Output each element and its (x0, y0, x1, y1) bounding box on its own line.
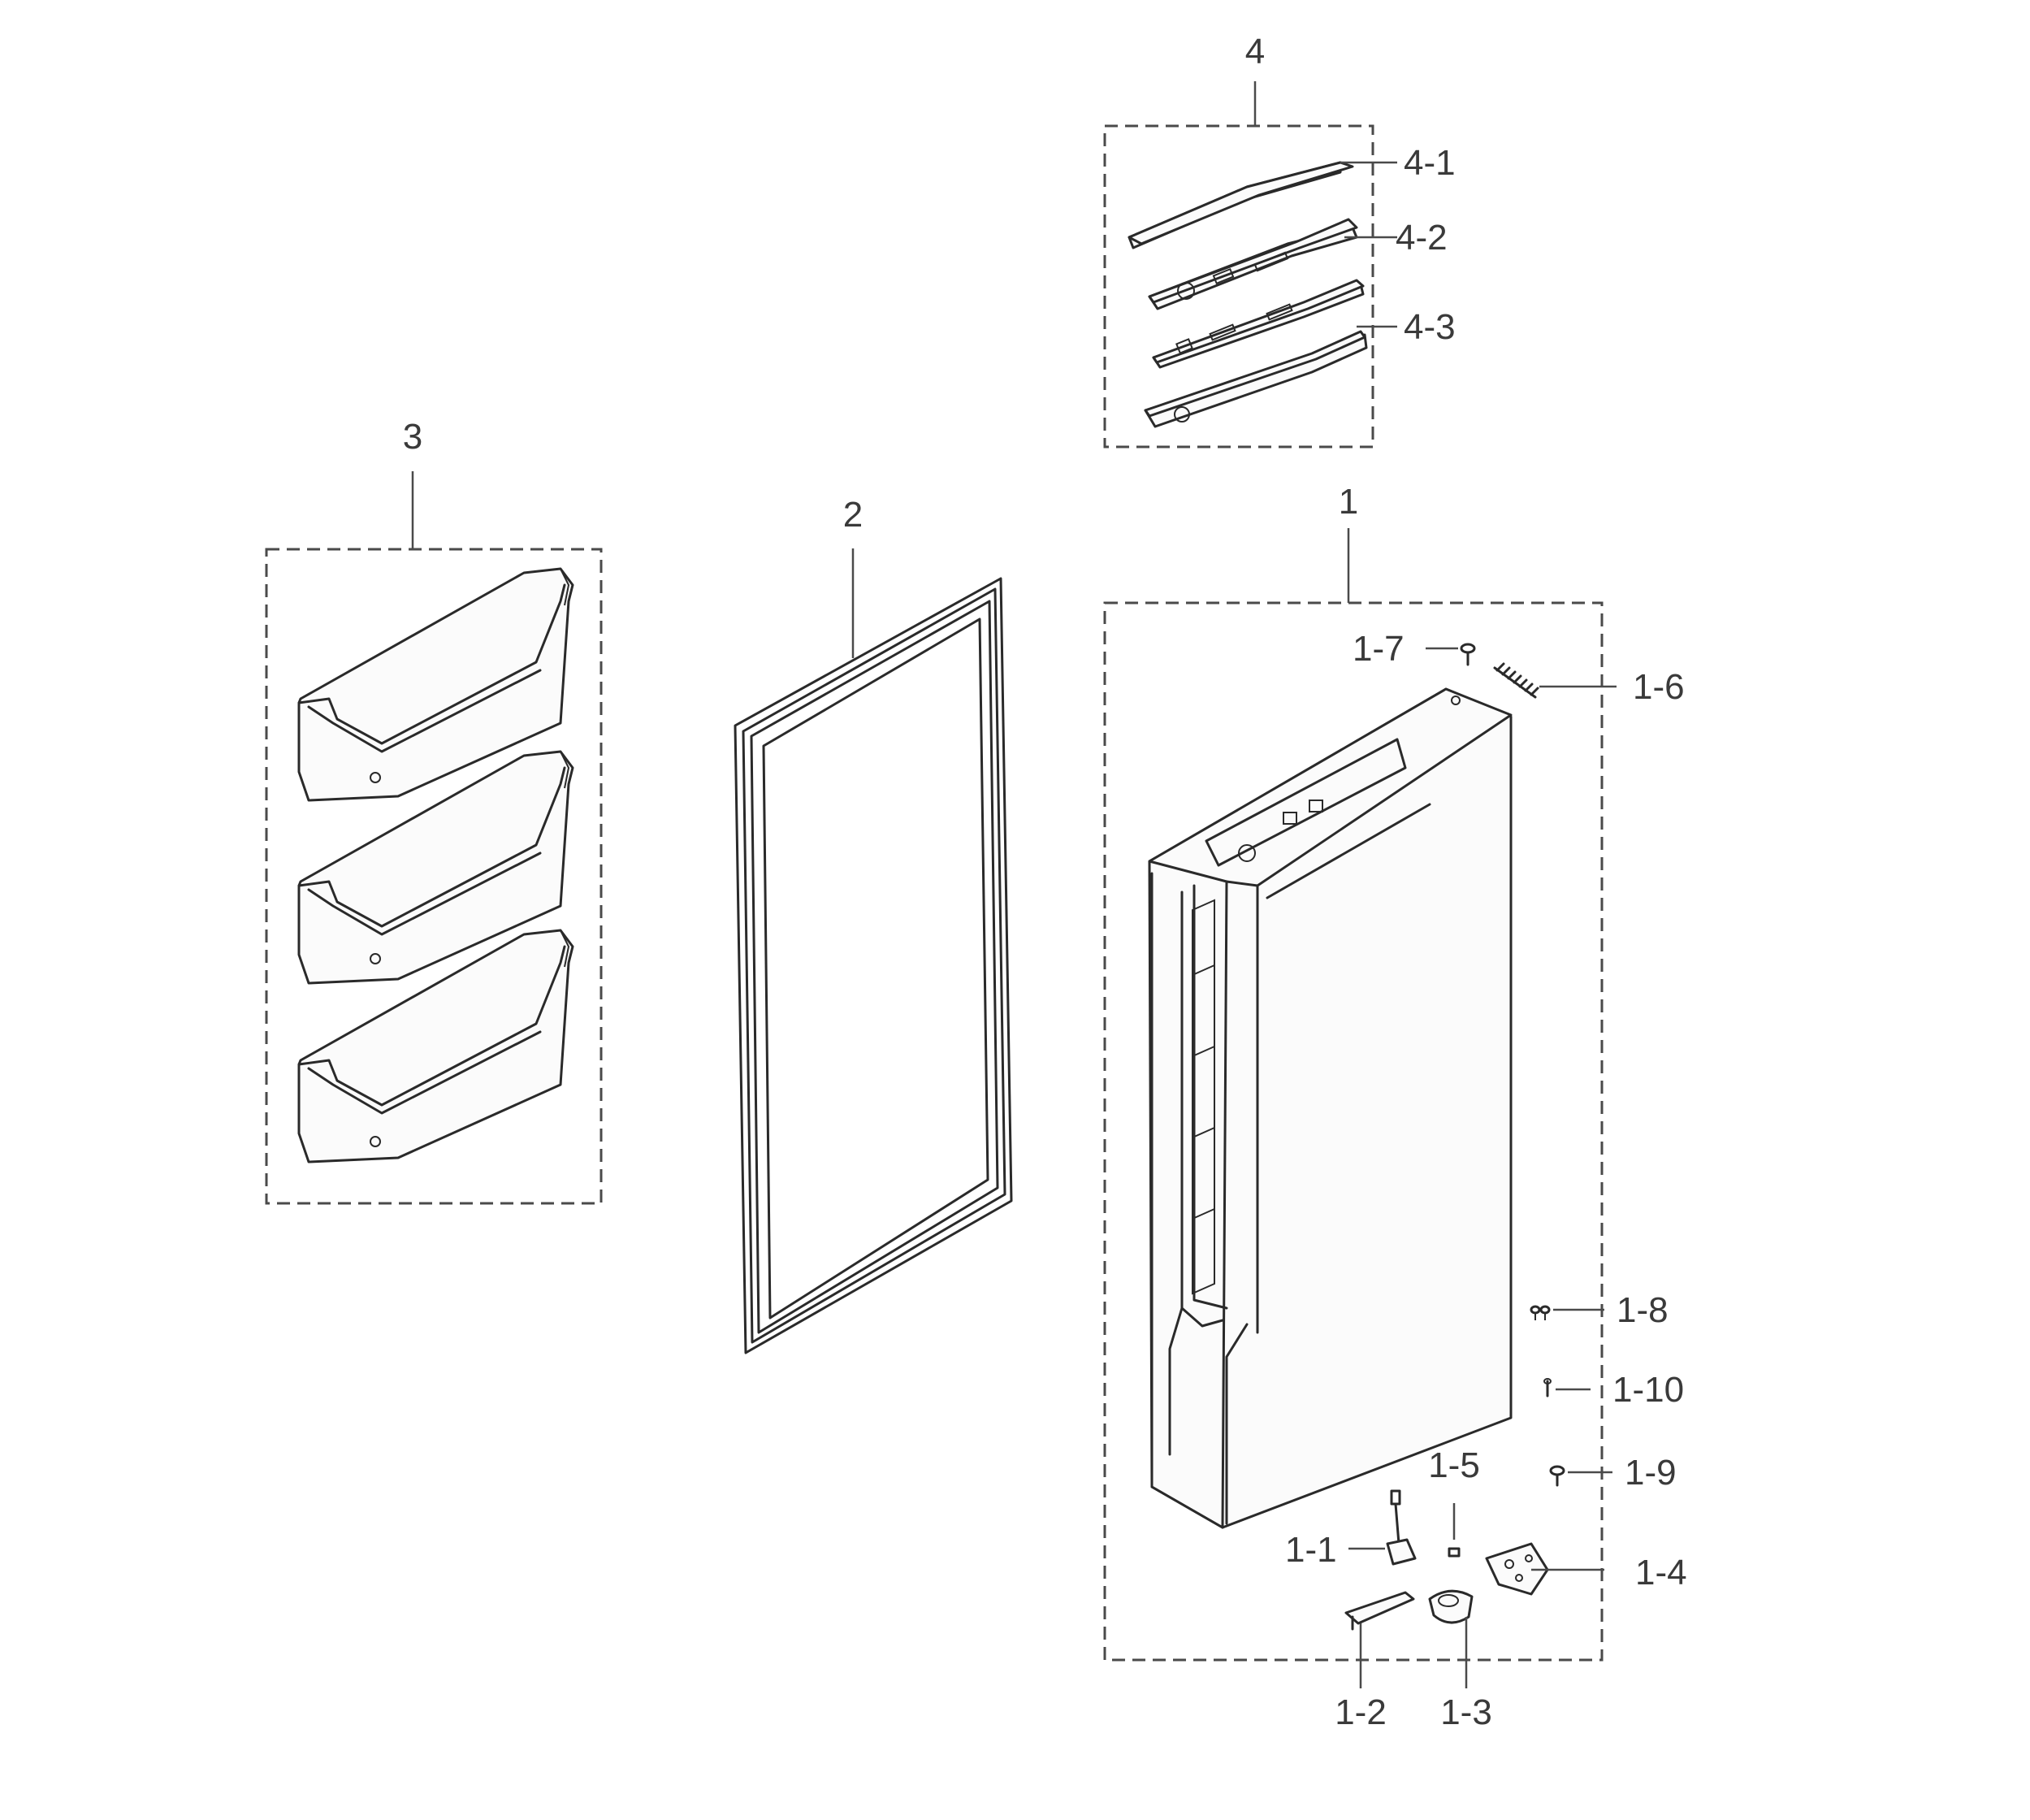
part-4-housing (1144, 330, 1368, 428)
label-4-3: 4-3 (1404, 307, 1456, 347)
label-4-2: 4-2 (1396, 218, 1448, 258)
label-1-10: 1-10 (1612, 1370, 1684, 1410)
group-3-door-bins: 3 (265, 417, 603, 1205)
part-4-1-cover (1128, 161, 1354, 249)
label-4: 4 (1245, 32, 1265, 72)
label-1-3: 1-3 (1440, 1692, 1492, 1732)
group-1-boundary (1103, 601, 1604, 1662)
part-1-8-screws: 1-8 (1530, 1290, 1669, 1330)
label-1-9: 1-9 (1625, 1453, 1677, 1493)
label-2: 2 (843, 495, 863, 535)
group-4-boundary (1103, 124, 1374, 448)
part-2-door-gasket: 2 (734, 495, 1013, 1354)
group-4-control-panel: 4 4-1 4-2 4-3 (1103, 32, 1456, 448)
part-1-1-switch: 1-1 (1285, 1489, 1417, 1570)
part-1-2-bracket: 1-2 (1335, 1591, 1415, 1732)
door-bin-middle (297, 750, 574, 985)
door-bin-bottom (297, 929, 574, 1164)
part-1-4-hinge-plate: 1-4 (1485, 1542, 1687, 1596)
part-1-10-pin: 1-10 (1543, 1370, 1684, 1410)
label-3: 3 (403, 417, 422, 457)
door-body (1148, 687, 1513, 1529)
part-4-2-panel (1148, 218, 1358, 310)
label-1-2: 1-2 (1335, 1692, 1387, 1732)
label-1-7: 1-7 (1353, 629, 1405, 669)
part-1-5: 1-5 (1428, 1445, 1480, 1558)
door-bin-top (297, 567, 574, 802)
group-1-door-assembly: 1 (1103, 482, 1687, 1732)
part-1-6-spring: 1-6 (1493, 662, 1685, 707)
part-1-7-screw: 1-7 (1353, 629, 1476, 669)
part-1-9-screw: 1-9 (1549, 1453, 1677, 1493)
label-1-6: 1-6 (1633, 667, 1685, 707)
label-1-5: 1-5 (1428, 1445, 1480, 1485)
label-1-1: 1-1 (1285, 1530, 1337, 1570)
label-1-8: 1-8 (1617, 1290, 1669, 1330)
label-1: 1 (1339, 482, 1358, 522)
label-1-4: 1-4 (1635, 1553, 1687, 1592)
part-1-3-cap: 1-3 (1428, 1589, 1492, 1732)
label-4-1: 4-1 (1404, 143, 1456, 183)
group-3-boundary (265, 548, 603, 1205)
part-4-3-pcb (1152, 279, 1365, 369)
